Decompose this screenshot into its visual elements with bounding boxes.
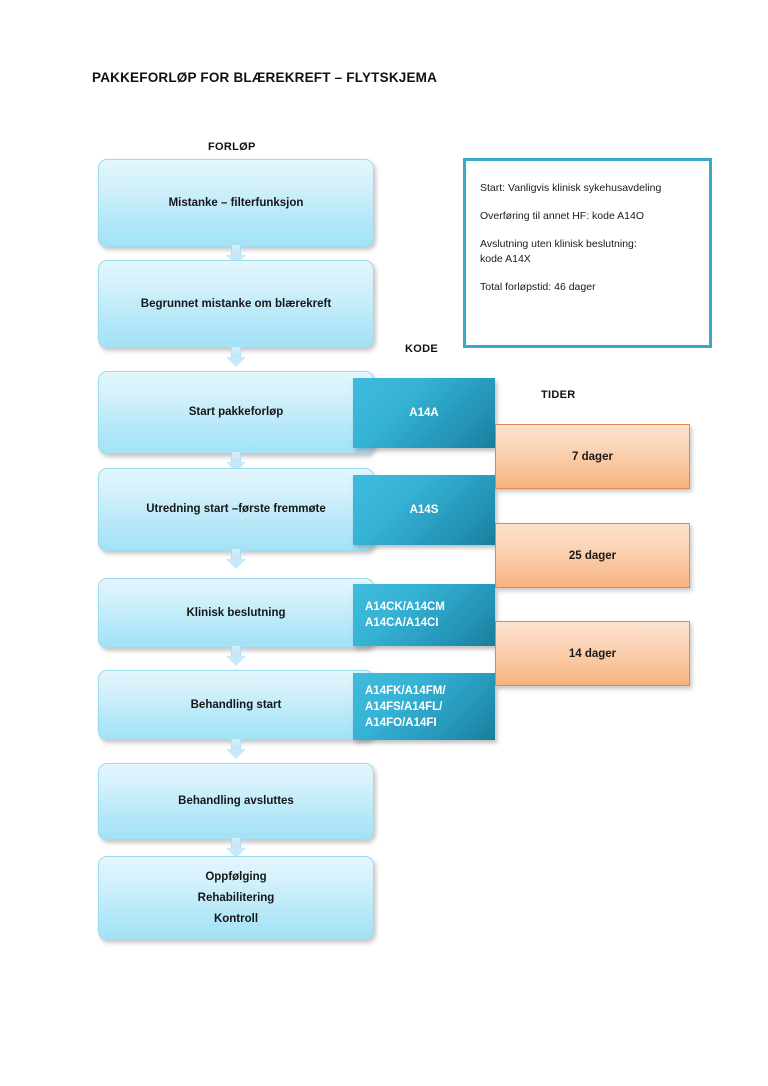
code-label-line1: A14CK/A14CM — [365, 601, 445, 613]
info-box: Start: Vanligvis klinisk sykehusavdeling… — [463, 158, 712, 348]
code-label-line2: A14FS/A14FL/ — [365, 700, 443, 713]
code-box-a14a[interactable]: A14A — [353, 378, 495, 448]
flow-step-label: Behandling start — [190, 698, 282, 711]
flow-step-label: Mistanke – filterfunksjon — [168, 196, 304, 209]
time-label: 14 dager — [568, 647, 617, 660]
down-arrow-icon — [226, 838, 246, 858]
column-header-tider: TIDER — [541, 389, 576, 401]
page-title: PAKKEFORLØP FOR BLÆREKREFT – FLYTSKJEMA — [92, 70, 438, 85]
info-line-avslutning: Avslutning uten klinisk beslutning: kode… — [480, 237, 697, 267]
column-header-kode: KODE — [405, 343, 438, 355]
info-line-avslutning-part2: kode A14X — [480, 253, 531, 265]
time-box-14-dager[interactable]: 14 dager — [495, 621, 690, 686]
down-arrow-icon — [226, 549, 246, 569]
flow-step-utredning-start[interactable]: Utredning start –første fremmøte — [98, 468, 374, 551]
flow-step-behandling-avsluttes[interactable]: Behandling avsluttes — [98, 763, 374, 840]
time-box-7-dager[interactable]: 7 dager — [495, 424, 690, 489]
down-arrow-icon — [226, 347, 246, 367]
code-label: A14A — [409, 407, 439, 419]
info-line-total-forlopstid: Total forløpstid: 46 dager — [480, 281, 596, 293]
code-label-line3: A14FO/A14FI — [365, 716, 437, 729]
down-arrow-icon — [226, 646, 246, 666]
flow-step-begrunnet-mistanke[interactable]: Begrunnet mistanke om blærekreft — [98, 260, 374, 348]
code-box-a14s[interactable]: A14S — [353, 475, 495, 545]
flow-step-label: Utredning start –første fremmøte — [146, 503, 326, 515]
info-line-start: Start: Vanligvis klinisk sykehusavdeling — [480, 182, 662, 194]
code-box-a14c-group[interactable]: A14CK/A14CM A14CA/A14CI — [353, 584, 495, 646]
flow-step-label-multiline: Oppfølging Rehabilitering Kontroll — [186, 867, 287, 930]
flow-step-label-line1: Oppfølging — [205, 870, 267, 883]
code-label-line1: A14FK/A14FM/ — [365, 684, 446, 697]
flow-step-behandling-start[interactable]: Behandling start — [98, 670, 374, 740]
time-label: 25 dager — [568, 549, 617, 562]
flow-step-label: Behandling avsluttes — [178, 795, 294, 807]
column-header-forlop: FORLØP — [208, 141, 256, 153]
code-label-multiline: A14CK/A14CM A14CA/A14CI — [353, 599, 495, 631]
flow-step-mistanke-filterfunksjon[interactable]: Mistanke – filterfunksjon — [98, 159, 374, 247]
info-line-overforing: Overføring til annet HF: kode A14O — [480, 210, 644, 222]
code-box-a14f-group[interactable]: A14FK/A14FM/ A14FS/A14FL/ A14FO/A14FI — [353, 673, 495, 740]
flow-step-start-pakkeforlop[interactable]: Start pakkeforløp — [98, 371, 374, 454]
flow-step-oppfolging-rehabilitering-kontroll[interactable]: Oppfølging Rehabilitering Kontroll — [98, 856, 374, 940]
flow-step-label-line2: Rehabilitering — [197, 891, 275, 904]
code-label: A14S — [409, 504, 439, 516]
code-label-line2: A14CA/A14CI — [365, 617, 439, 629]
time-box-25-dager[interactable]: 25 dager — [495, 523, 690, 588]
down-arrow-icon — [226, 739, 246, 759]
info-line-avslutning-part1: Avslutning uten klinisk beslutning: — [480, 238, 637, 250]
flow-step-label: Klinisk beslutning — [186, 606, 286, 619]
down-arrow-icon — [226, 452, 246, 472]
flow-step-label: Begrunnet mistanke om blærekreft — [140, 297, 332, 310]
code-label-multiline: A14FK/A14FM/ A14FS/A14FL/ A14FO/A14FI — [353, 683, 495, 731]
time-label: 7 dager — [572, 450, 613, 463]
flow-step-label: Start pakkeforløp — [188, 406, 284, 418]
flow-step-klinisk-beslutning[interactable]: Klinisk beslutning — [98, 578, 374, 648]
flow-step-label-line3: Kontroll — [213, 912, 259, 925]
